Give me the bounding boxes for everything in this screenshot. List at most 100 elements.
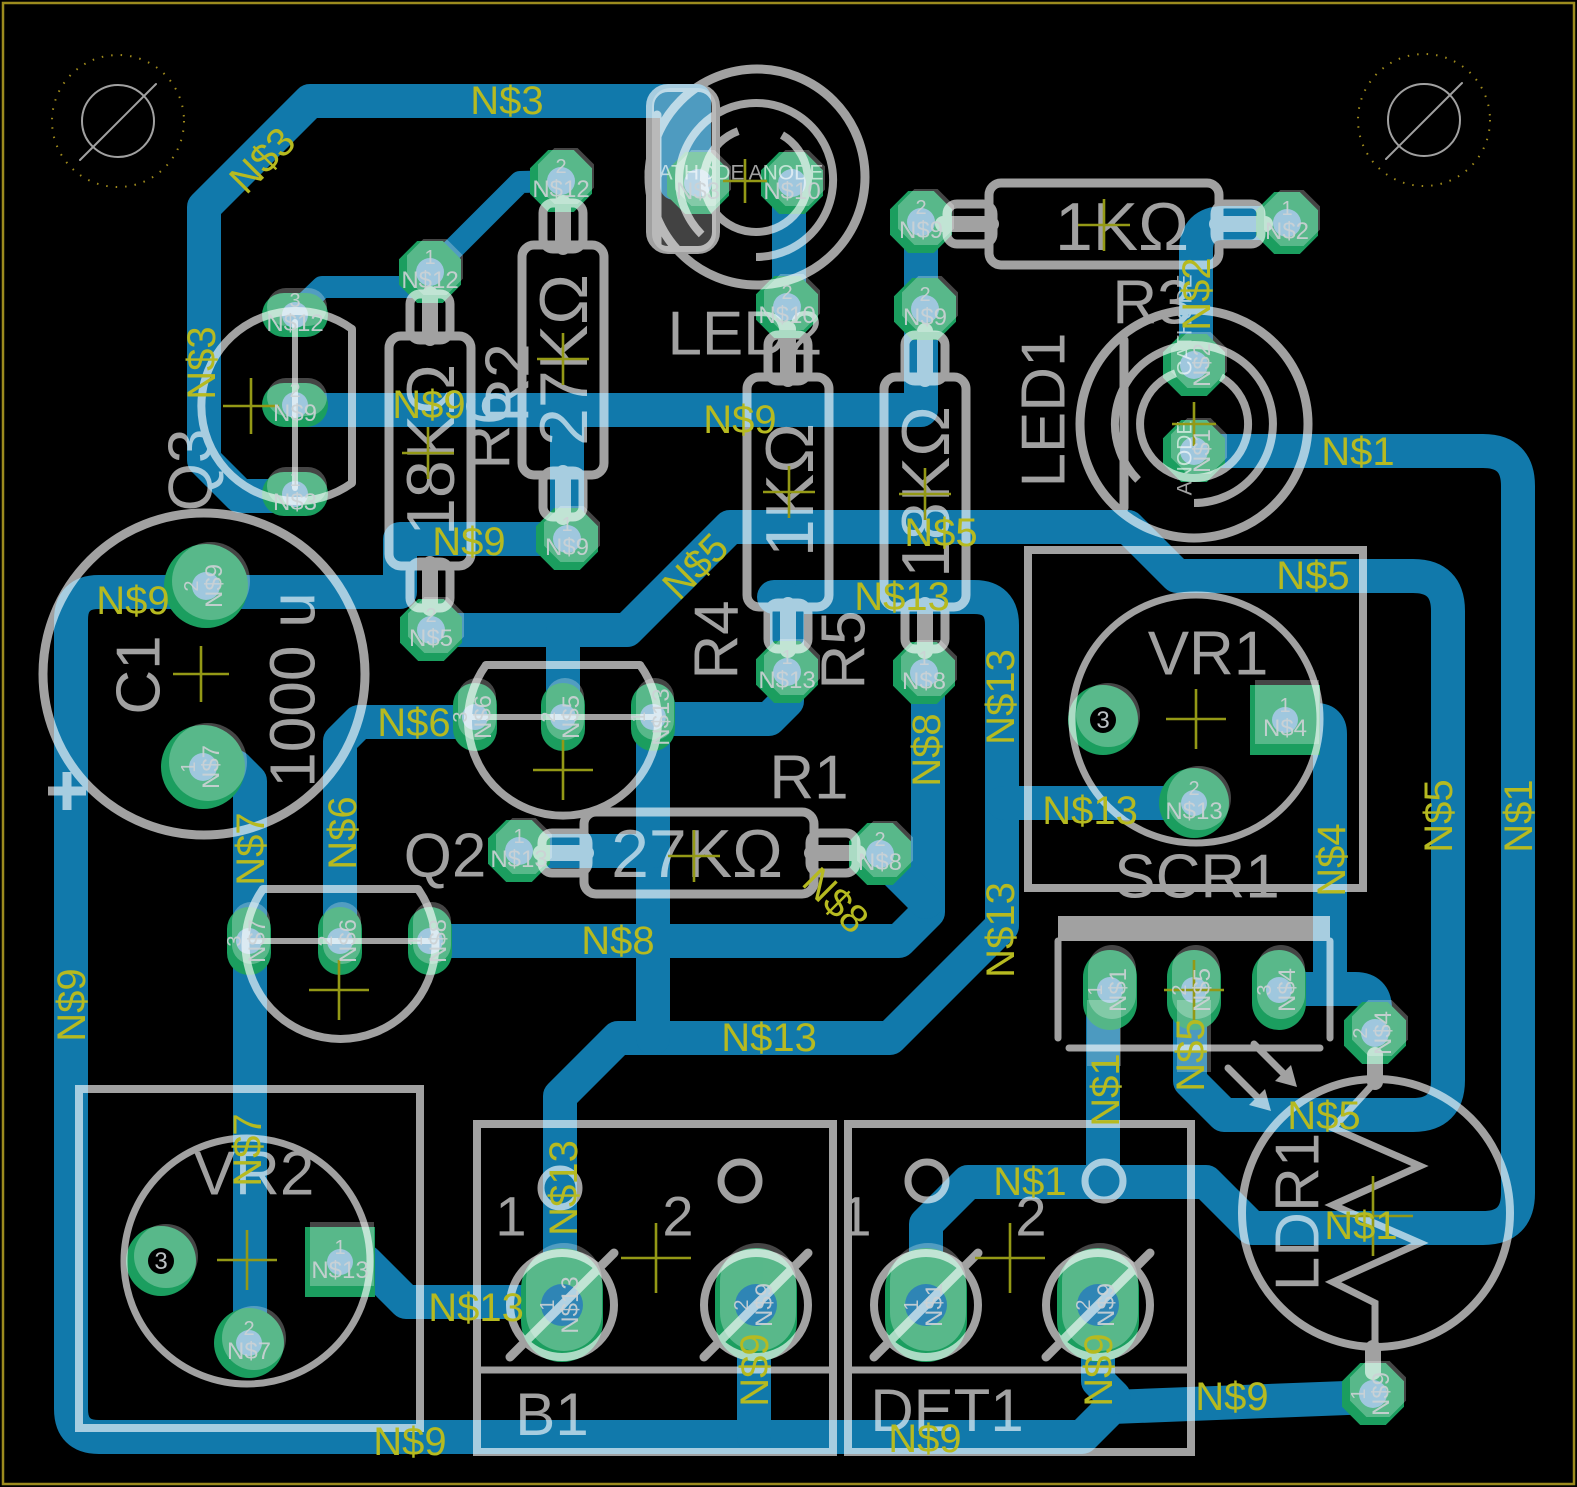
svg-text:N$13: N$13: [758, 667, 815, 694]
svg-text:1: 1: [537, 1299, 559, 1310]
svg-text:N$10: N$10: [758, 302, 815, 329]
svg-text:N$4: N$4: [1263, 715, 1307, 742]
svg-text:N$1: N$1: [1321, 430, 1394, 474]
svg-text:N$1: N$1: [1497, 779, 1541, 852]
svg-text:VR2: VR2: [194, 1140, 315, 1209]
svg-text:1: 1: [1279, 695, 1290, 717]
svg-text:N$3: N$3: [180, 326, 224, 399]
svg-text:N$2: N$2: [1175, 257, 1219, 330]
svg-text:N$13: N$13: [542, 1140, 586, 1236]
svg-text:N$13: N$13: [979, 649, 1023, 745]
svg-text:LED1: LED1: [1010, 332, 1079, 487]
svg-text:N$9: N$9: [1368, 1372, 1395, 1416]
svg-text:2: 2: [1350, 1027, 1372, 1038]
svg-text:N$6: N$6: [470, 695, 497, 739]
svg-text:Q3: Q3: [157, 429, 226, 512]
svg-text:2: 2: [289, 380, 300, 402]
svg-text:N$13: N$13: [428, 1286, 524, 1330]
svg-text:1: 1: [405, 935, 427, 946]
svg-text:LED2: LED2: [667, 300, 822, 369]
svg-text:N$1: N$1: [1105, 968, 1132, 1012]
svg-text:N$9: N$9: [899, 217, 943, 244]
svg-text:N$5: N$5: [904, 511, 977, 555]
svg-text:N$7: N$7: [227, 1338, 271, 1365]
svg-text:2: 2: [538, 711, 560, 722]
svg-text:N$6: N$6: [377, 701, 450, 745]
svg-text:N$12: N$12: [401, 267, 458, 294]
svg-text:2: 2: [425, 605, 436, 627]
svg-text:N$10: N$10: [763, 178, 820, 205]
svg-text:N$3: N$3: [470, 79, 543, 123]
svg-text:1: 1: [918, 648, 929, 670]
svg-text:3: 3: [1254, 984, 1276, 995]
svg-text:1: 1: [1348, 1388, 1370, 1399]
svg-text:N$12: N$12: [532, 176, 589, 203]
svg-text:VR1: VR1: [1148, 620, 1269, 689]
svg-text:N$1: N$1: [993, 1160, 1066, 1204]
svg-text:N$8: N$8: [905, 713, 949, 786]
svg-text:2: 2: [662, 1185, 693, 1248]
svg-text:N$9: N$9: [545, 534, 589, 561]
svg-text:N$9: N$9: [373, 1420, 446, 1464]
svg-text:LDR1: LDR1: [1264, 1133, 1333, 1292]
svg-text:N$13: N$13: [1042, 789, 1138, 833]
svg-text:N$1: N$1: [921, 1283, 948, 1327]
svg-text:CATHODE: CATHODE: [643, 161, 744, 184]
svg-text:2: 2: [915, 197, 926, 219]
svg-text:2: 2: [874, 829, 885, 851]
svg-text:1: 1: [289, 469, 300, 491]
svg-text:N$8: N$8: [425, 919, 452, 963]
svg-text:N$13: N$13: [854, 575, 950, 619]
svg-text:N$6: N$6: [335, 919, 362, 963]
svg-text:N$9: N$9: [1093, 1283, 1120, 1327]
svg-text:2: 2: [731, 1299, 753, 1310]
svg-text:1: 1: [178, 761, 200, 772]
svg-text:N$3: N$3: [273, 489, 317, 516]
svg-text:N$7: N$7: [226, 1113, 270, 1186]
svg-text:DET1: DET1: [870, 1377, 1023, 1444]
svg-text:N$9: N$9: [1195, 1375, 1268, 1419]
svg-text:N$5: N$5: [1189, 968, 1216, 1012]
svg-text:N$2: N$2: [1265, 218, 1309, 245]
svg-text:3: 3: [450, 711, 472, 722]
svg-text:N$7: N$7: [244, 919, 271, 963]
svg-text:N$9: N$9: [703, 398, 776, 442]
svg-text:3: 3: [224, 935, 246, 946]
svg-text:N$13: N$13: [721, 1016, 817, 1060]
svg-text:N$9: N$9: [273, 400, 317, 427]
svg-text:N$13: N$13: [648, 688, 675, 745]
svg-text:R4: R4: [683, 600, 752, 679]
svg-text:N$1: N$1: [1084, 1053, 1128, 1126]
svg-text:1000 u: 1000 u: [256, 592, 328, 788]
svg-text:R3: R3: [1112, 269, 1191, 338]
svg-text:N$9: N$9: [50, 968, 94, 1041]
svg-text:N$1: N$1: [1189, 429, 1216, 473]
svg-text:2: 2: [1169, 984, 1191, 995]
svg-text:N$9: N$9: [96, 579, 169, 623]
svg-text:N$7: N$7: [198, 745, 225, 789]
svg-text:N$5: N$5: [409, 625, 453, 652]
svg-text:2: 2: [555, 156, 566, 178]
svg-text:N$9: N$9: [1077, 1333, 1121, 1406]
svg-text:1: 1: [334, 1237, 345, 1259]
svg-text:1: 1: [628, 711, 650, 722]
svg-text:N$12: N$12: [266, 310, 323, 337]
svg-text:N$4: N$4: [1274, 968, 1301, 1012]
svg-text:N$5: N$5: [1276, 554, 1349, 598]
svg-text:1: 1: [1085, 984, 1107, 995]
svg-text:2: 2: [781, 282, 792, 304]
svg-text:N$9: N$9: [888, 1417, 961, 1461]
svg-text:R1: R1: [769, 744, 848, 813]
svg-text:N$9: N$9: [432, 520, 505, 564]
svg-text:2: 2: [1015, 1185, 1046, 1248]
svg-text:N$5: N$5: [1287, 1094, 1360, 1138]
svg-text:1: 1: [901, 1299, 923, 1310]
svg-text:2: 2: [315, 935, 337, 946]
svg-text:N$9: N$9: [392, 383, 465, 427]
svg-text:CATHODE: CATHODE: [1173, 274, 1196, 375]
svg-text:2: 2: [181, 580, 203, 591]
svg-text:B1: B1: [515, 1381, 588, 1448]
svg-text:ANODE: ANODE: [1173, 421, 1196, 496]
svg-text:N$8: N$8: [902, 668, 946, 695]
svg-text:N$13: N$13: [557, 1276, 584, 1333]
